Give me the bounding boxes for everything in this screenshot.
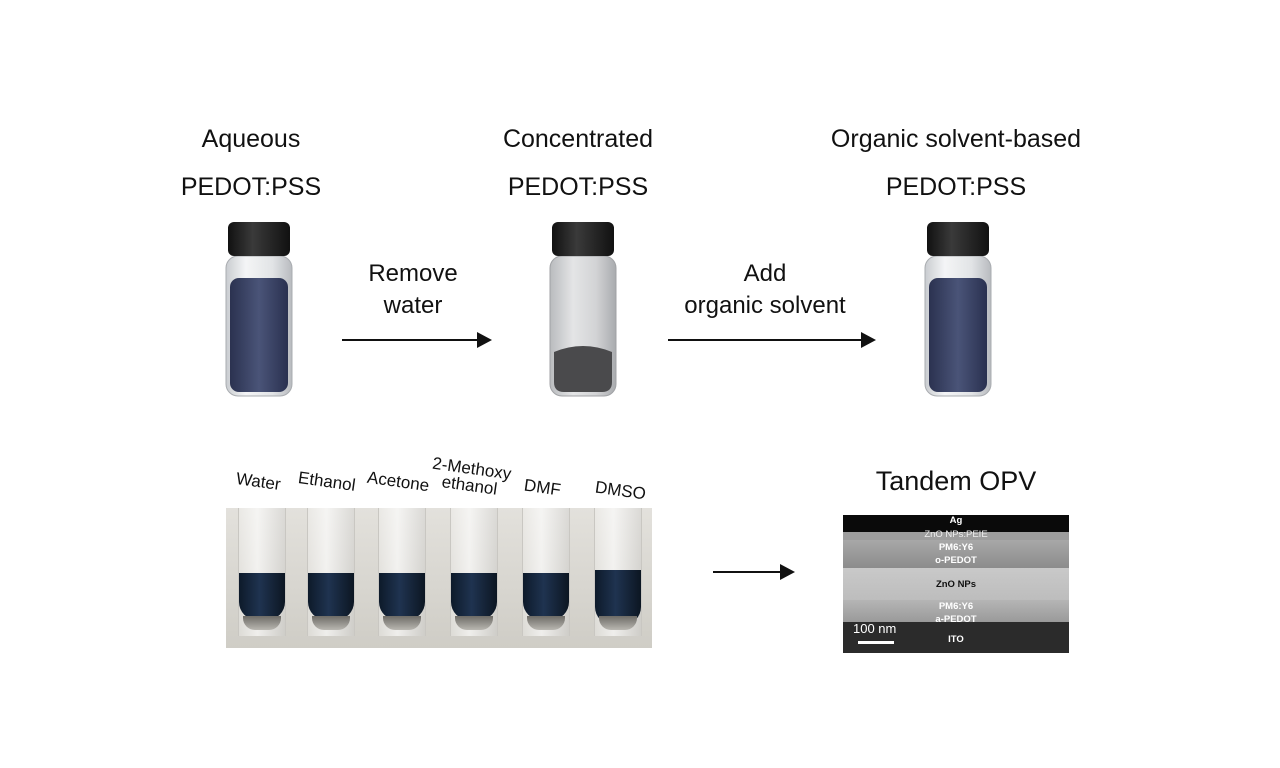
step2-line1: Add (743, 260, 787, 287)
solvent-label-water: Water (234, 468, 282, 495)
tube-acetone (378, 508, 426, 636)
solvent-label-dmf: DMF (522, 475, 562, 500)
scale-bar (858, 641, 894, 644)
layer-label-zno-peie: ZnO NPs:PEIE (924, 529, 988, 540)
organic-solvent-vial (924, 222, 992, 397)
solvent-label-dmso: DMSO (593, 477, 648, 504)
layer-label-a-pedot: a-PEDOT (935, 614, 977, 625)
layer-label-pm6-bottom: PM6:Y6 (938, 601, 974, 612)
tandem-title: Tandem OPV (875, 466, 1037, 496)
vial2-title-line1: Concentrated (502, 125, 654, 153)
tube-water (238, 508, 286, 636)
aqueous-vial (225, 222, 293, 397)
step2-arrow (668, 332, 876, 348)
solvent-label-ethanol: Ethanol (296, 468, 357, 495)
layer-label-zno: ZnO NPs (935, 579, 977, 590)
layer-label-o-pedot: o-PEDOT (935, 555, 977, 566)
layer-label-ag: Ag (949, 515, 963, 526)
vial3-title-line1: Organic solvent-based (830, 125, 1082, 153)
scale-bar-label: 100 nm (853, 621, 897, 636)
tube-dmso (594, 508, 642, 636)
tandem-sem-image: Ag ZnO NPs:PEIE PM6:Y6 o-PEDOT ZnO NPs P… (843, 515, 1069, 653)
concentrated-vial (549, 222, 617, 397)
step1-arrow (342, 332, 492, 348)
tandem-arrow (713, 564, 795, 580)
step2-line2: organic solvent (684, 292, 846, 319)
vial1-title-line1: Aqueous (201, 125, 301, 153)
vial3-title-line2: PEDOT:PSS (885, 173, 1027, 201)
layer-label-pm6-top: PM6:Y6 (938, 542, 974, 553)
solvent-label-acetone: Acetone (365, 467, 431, 496)
vial2-title-line2: PEDOT:PSS (507, 173, 649, 201)
layer-label-ito: ITO (948, 634, 964, 645)
solvent-label-2-methoxyethanol: 2-Methoxy ethanol (431, 453, 513, 499)
step1-line1: Remove (368, 260, 458, 287)
tube-dmf (522, 508, 570, 636)
vial1-title-line2: PEDOT:PSS (180, 173, 322, 201)
step1-line2: water (383, 292, 443, 319)
tube-2-methoxyethanol (450, 508, 498, 636)
solvent-tubes-photo (226, 508, 652, 648)
tube-ethanol (307, 508, 355, 636)
